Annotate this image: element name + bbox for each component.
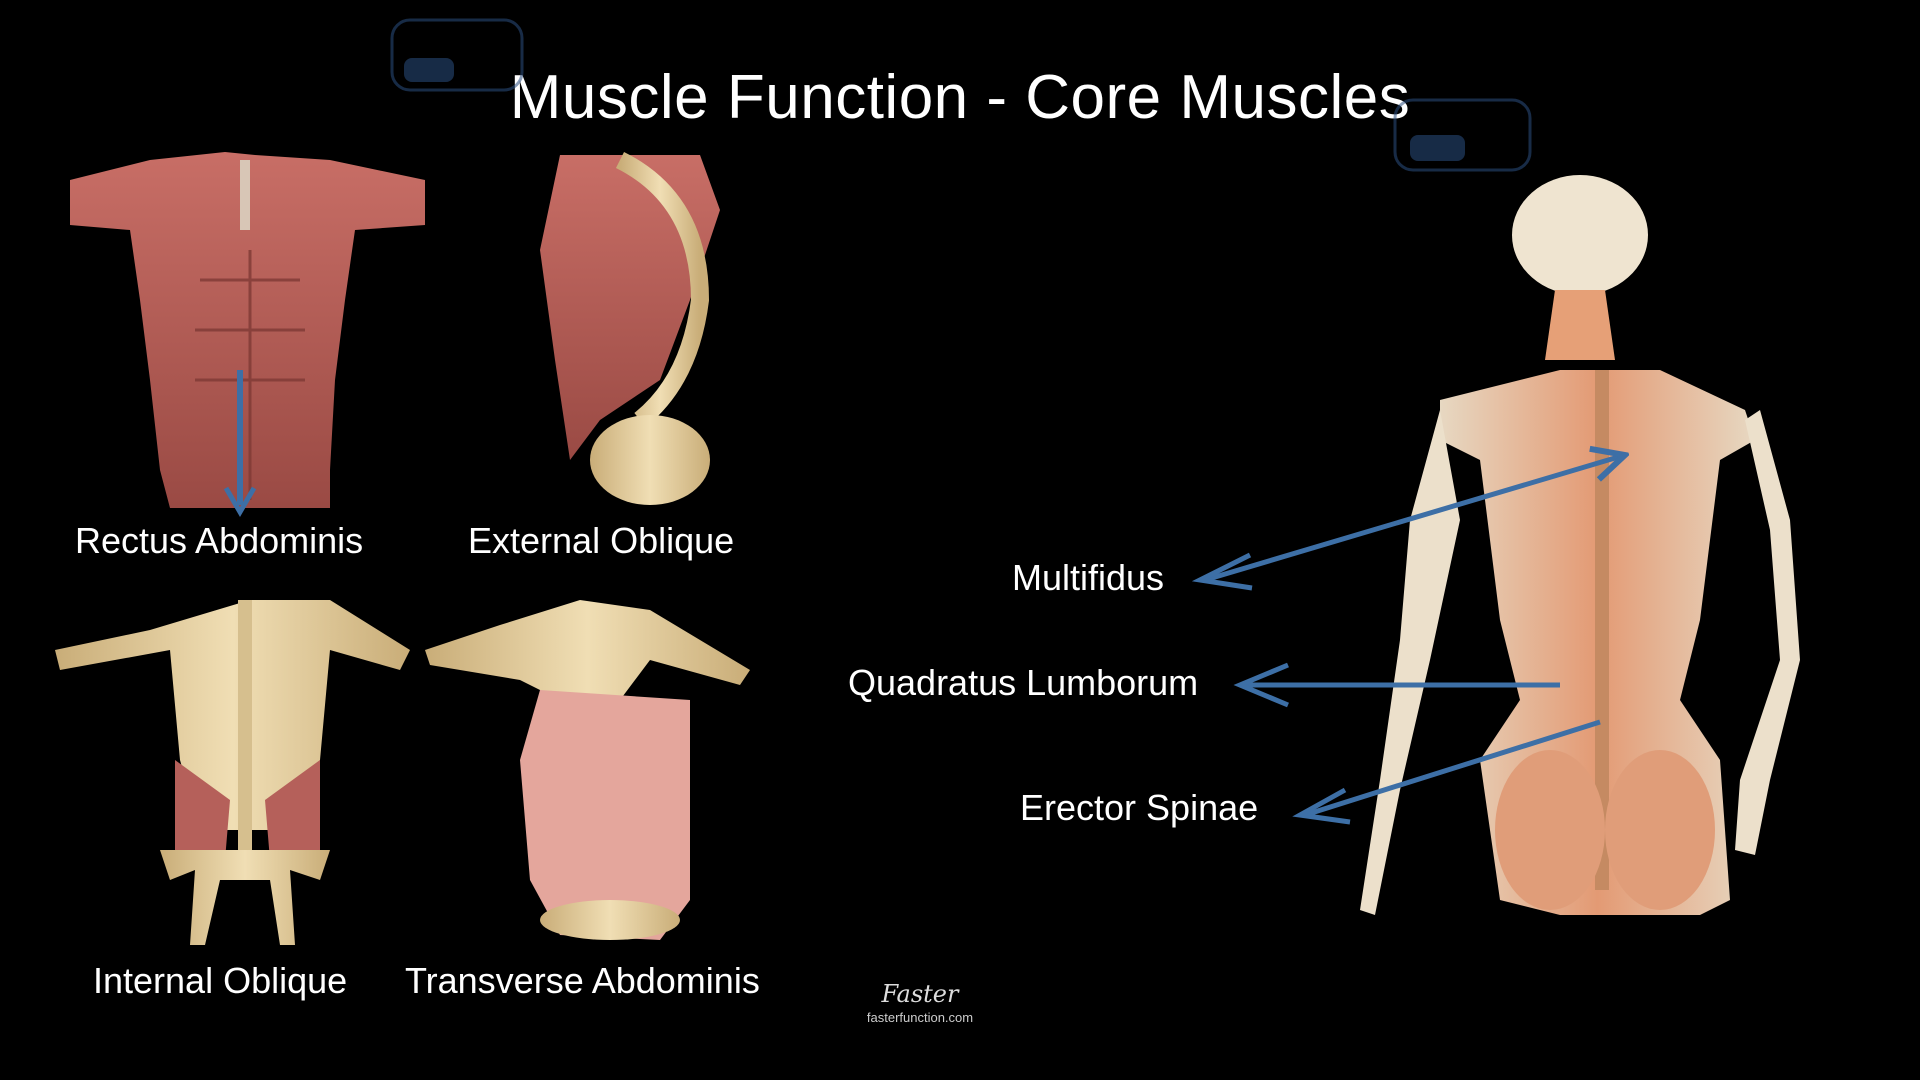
internal-oblique-illustration [55,600,410,945]
logo-watermark-right [1393,98,1532,172]
brand-logo: Faster fasterfunction.com [840,980,1000,1025]
label-multifidus: Multifidus [1012,557,1165,598]
transverse-abdominis-illustration [425,600,750,940]
label-internal-oblique: Internal Oblique [93,960,348,1001]
multifidus-arrow-head [1191,552,1253,591]
erector-spinae-arrow [1304,719,1601,818]
label-external-oblique: External Oblique [468,520,735,561]
back-muscles-illustration [1360,175,1800,915]
page-title: Muscle Function - Core Muscles [509,63,1411,132]
quadratus-lumborum-arrow-head [1233,662,1289,708]
multifidus-arrow [1204,455,1625,583]
erector-spinae-arrow-head [1292,787,1351,825]
brand-script: Faster [881,980,959,1008]
logo-watermark-top [390,18,524,92]
label-rectus-abdominis: Rectus Abdominis [75,520,364,561]
brand-url: fasterfunction.com [866,1010,974,1025]
label-erector-spinae: Erector Spinae [1020,787,1259,828]
rectus-abdominis-illustration [70,152,425,517]
label-transverse-abdominis: Transverse Abdominis [405,960,760,1001]
external-oblique-illustration [540,151,720,505]
label-quadratus-lumborum: Quadratus Lumborum [848,662,1199,703]
